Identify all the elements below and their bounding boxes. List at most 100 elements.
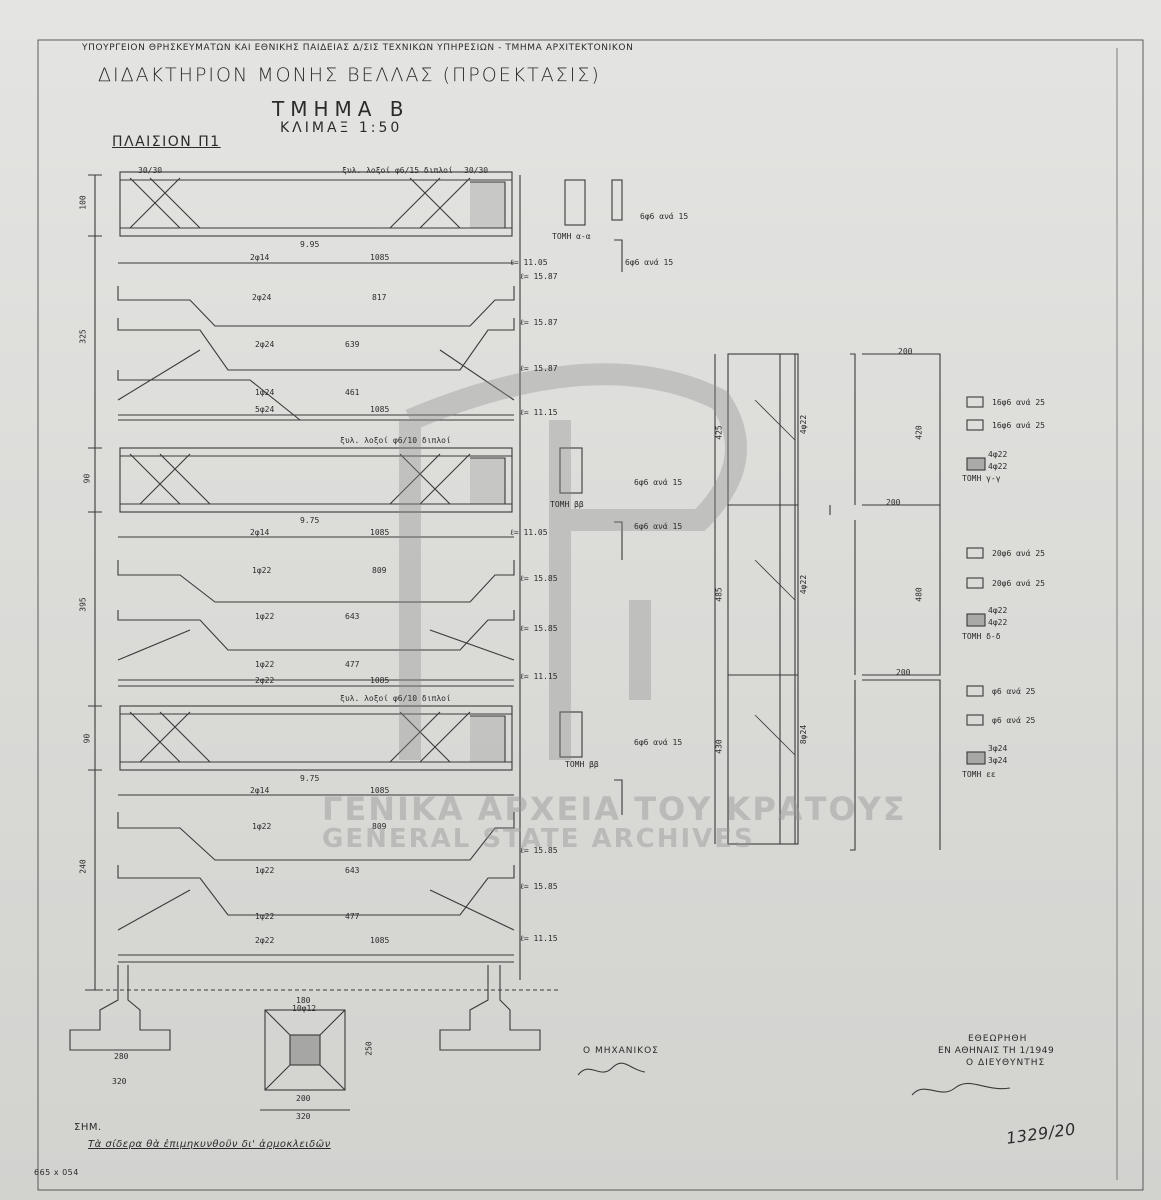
section-label: ΤΟΜΗ ββ (565, 760, 599, 769)
section-label: ΤΟΜΗ εε (962, 770, 996, 779)
beam-1-outline (119, 171, 513, 237)
stirrup-label: 6φ6 ανά 15 (625, 258, 674, 267)
section-bar: 4φ22 (988, 606, 1008, 615)
bar-length: 1085 (370, 936, 390, 945)
bar-length: 1085 (370, 676, 390, 685)
bar-label: 2φ22 (255, 936, 275, 945)
stirrup-label: 6φ6 ανά 15 (634, 478, 683, 487)
column-dim: 425 (714, 425, 724, 440)
bar-length: 477 (345, 912, 360, 921)
bar-label: 1φ22 (255, 612, 275, 621)
scale-label: ΚΛΙΜΑΞ 1:50 (280, 120, 403, 136)
section-bar: 4φ22 (988, 462, 1008, 471)
section-label: ΤΟΜΗ ββ (550, 500, 584, 509)
bar-length: 643 (345, 612, 360, 621)
column-dim: 485 (714, 587, 724, 602)
approval-date: ΕΝ ΑΘΗΝΑΙΣ ΤΗ 1/1949 (938, 1046, 1055, 1056)
span-label: 9.95 (300, 240, 320, 249)
dim-label: 90 (82, 733, 92, 744)
column-bar: 4φ22 (799, 574, 809, 595)
bar-total-length: ℓ= 15.87 (520, 364, 558, 373)
column-bar: 8φ24 (799, 724, 809, 745)
bar-total-length: ℓ= 15.87 (520, 272, 558, 281)
archive-watermark-english: GENERAL STATE ARCHIVES (322, 824, 755, 854)
bar-length: 1085 (370, 405, 390, 414)
bar-label: 5φ24 (255, 405, 275, 414)
bar-length: 461 (345, 388, 360, 397)
footing-dim: 200 (296, 1094, 311, 1103)
footer-code: 665 x 054 (34, 1168, 79, 1177)
director-label: Ο ΔΙΕΥΘΥΝΤΗΣ (966, 1058, 1046, 1068)
bar-total-length: ℓ= 15.87 (520, 318, 558, 327)
bar-length: 1085 (370, 786, 390, 795)
bar-label: 1φ22 (255, 866, 275, 875)
bar-total-length: ℓ= 15.85 (520, 846, 558, 855)
stirrup-label: 6φ6 ανά 15 (640, 212, 689, 221)
dim-label: 100 (78, 195, 88, 210)
bar-length: 1085 (370, 253, 390, 262)
ministry-header: ΥΠΟΥΡΓΕΙΟΝ ΘΡΗΣΚΕΥΜΑΤΩΝ ΚΑΙ ΕΘΝΙΚΗΣ ΠΑΙΔ… (82, 43, 634, 53)
column-bar-length: 200 (896, 668, 911, 677)
column-bar-length: 480 (914, 587, 924, 602)
bar-label: 1φ24 (255, 388, 275, 397)
dim-label: 30/30 (464, 166, 489, 175)
bar-label: 2φ24 (252, 293, 272, 302)
bar-label: 2φ24 (255, 340, 275, 349)
bar-total-length: ℓ= 15.85 (520, 882, 558, 891)
bar-label: 1φ22 (252, 566, 272, 575)
note-label: ΣΗΜ. (74, 1122, 102, 1133)
section-bar: 16φ6 ανά 25 (992, 398, 1045, 407)
column-elevation (727, 353, 799, 845)
bar-label: 2φ14 (250, 786, 270, 795)
bar-total-length: ℓ= 11.15 (520, 408, 558, 417)
note-text: Τὰ σίδερα θὰ ἐπιμηκυνθοῦν δι' ἀρμοκλειδῶ… (88, 1139, 331, 1150)
section-bar: 20φ6 ανά 25 (992, 579, 1045, 588)
section-label: ΤΟΜΗ γ-γ (962, 474, 1001, 483)
span-label: 9.75 (300, 774, 320, 783)
bar-length: 817 (372, 293, 387, 302)
beam-note: ξυλ. λοξοί φ6/10 διπλοί (340, 694, 451, 703)
bar-total-length: ℓ= 11.05 (510, 528, 548, 537)
bar-label: 1φ22 (255, 660, 275, 669)
bar-label: 1φ22 (252, 822, 272, 831)
dim-label: 240 (78, 859, 88, 874)
bar-label: 2φ14 (250, 253, 270, 262)
beam-note: ξυλ. λοξοί φ6/15 διπλοί (342, 166, 453, 175)
approval-label: ΕΘΕΩΡΗΘΗ (968, 1034, 1028, 1044)
section-title: ΤΜΗΜΑ Β (272, 97, 410, 121)
archive-logo-watermark (399, 363, 747, 760)
dim-label: 325 (78, 329, 88, 344)
bar-length: 809 (372, 566, 387, 575)
column-bar-length: 420 (914, 425, 924, 440)
bar-length: 643 (345, 866, 360, 875)
bar-length: 809 (372, 822, 387, 831)
section-bar: 4φ22 (988, 450, 1008, 459)
section-label: ΤΟΜΗ δ-δ (962, 632, 1001, 641)
beam-2-outline (119, 447, 513, 513)
column-bar: 4φ22 (799, 414, 809, 435)
section-bar: 3φ24 (988, 756, 1008, 765)
bar-length: 1085 (370, 528, 390, 537)
engineer-label: Ο ΜΗΧΑΝΙΚΟΣ (583, 1046, 659, 1056)
bar-length: 477 (345, 660, 360, 669)
bar-label: 2φ14 (250, 528, 270, 537)
frame-label: ΠΛΑΙΣΙΟΝ Π1 (112, 134, 221, 150)
sheet-border (37, 39, 1144, 1191)
section-bar: 20φ6 ανά 25 (992, 549, 1045, 558)
stirrup-label: 6φ6 ανά 15 (634, 522, 683, 531)
bar-total-length: ℓ= 11.05 (510, 258, 548, 267)
dim-label: 30/30 (138, 166, 163, 175)
bar-total-length: ℓ= 11.15 (520, 672, 558, 681)
bar-total-length: ℓ= 11.15 (520, 934, 558, 943)
section-label: ΤΟΜΗ α-α (552, 232, 591, 241)
footing-dim: 280 (114, 1052, 129, 1061)
bar-label: 1φ22 (255, 912, 275, 921)
engineer-signature (577, 1062, 646, 1076)
beam-3-outline (119, 705, 513, 771)
section-bar: 4φ22 (988, 618, 1008, 627)
section-bar: φ6 ανά 25 (992, 687, 1036, 696)
column-bar-length: 200 (886, 498, 901, 507)
bar-total-length: ℓ= 15.85 (520, 574, 558, 583)
